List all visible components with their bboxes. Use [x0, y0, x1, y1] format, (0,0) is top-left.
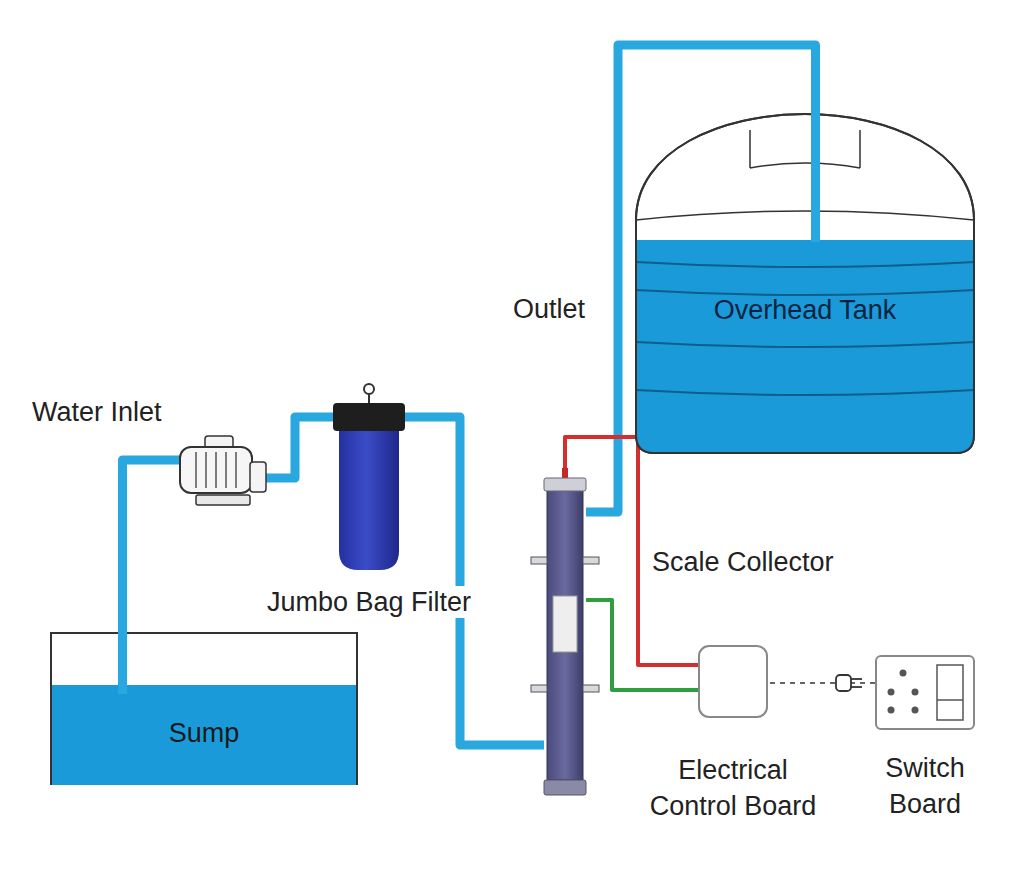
component-label: Scale Collector — [652, 546, 834, 578]
power-cord — [768, 682, 875, 684]
scale-collector: Scale Collector — [544, 478, 586, 795]
control-board: Electrical Control Board — [698, 645, 768, 718]
filter-shape — [333, 403, 405, 570]
device-label: Switch Board — [865, 750, 985, 822]
switch-board: Switch Board — [875, 655, 975, 730]
pipe-label: Water Inlet — [32, 396, 162, 428]
component-label: Jumbo Bag Filter — [264, 586, 474, 618]
overhead-tank: Overhead Tank — [632, 110, 978, 455]
pipe-label: Outlet — [513, 293, 585, 325]
device-label: Electrical Control Board — [638, 752, 828, 824]
sump-shape — [50, 632, 358, 785]
bag-filter: Jumbo Bag Filter — [333, 403, 405, 570]
control-box — [698, 645, 768, 718]
switch-plate — [875, 655, 975, 730]
tank-shape — [632, 110, 978, 455]
sump-tank: Sump — [50, 632, 358, 785]
plug-symbol — [836, 675, 862, 691]
water-pipe — [405, 417, 544, 745]
collector-shape — [544, 478, 586, 795]
tank-label: Sump — [169, 717, 240, 749]
earth-wire — [586, 600, 698, 690]
pump-symbol — [180, 436, 266, 505]
tank-label: Overhead Tank — [714, 294, 897, 326]
